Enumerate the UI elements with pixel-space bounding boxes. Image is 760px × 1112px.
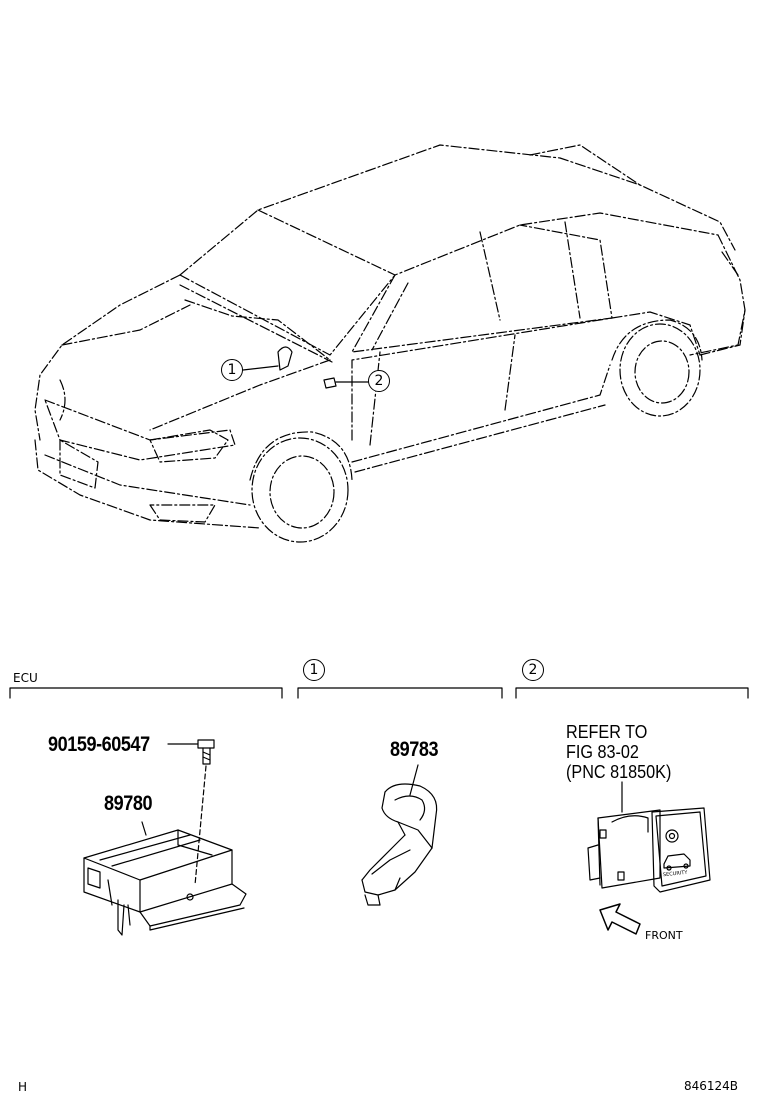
section-marker-2[interactable]: 2: [522, 659, 544, 681]
location-sensor-2: [323, 377, 337, 389]
part-number-ecu[interactable]: 89780: [104, 792, 153, 815]
section-label-ecu: ECU: [13, 671, 38, 685]
callout-2[interactable]: 2: [368, 370, 390, 392]
callout-1[interactable]: 1: [221, 359, 243, 381]
security-switch-drawing: [587, 781, 711, 935]
location-sensor-1: [277, 346, 293, 371]
reference-line-2: FIG 83-02: [566, 742, 639, 762]
section-brackets: [9, 687, 749, 699]
screw-drawing: [167, 739, 215, 886]
sensor-89783-drawing: [361, 764, 438, 906]
reference-line-3[interactable]: (PNC 81850K): [566, 762, 672, 782]
footer-left-code: H: [18, 1080, 28, 1094]
ecu-drawing: [83, 829, 247, 936]
part-number-sensor[interactable]: 89783: [390, 738, 439, 761]
illustration-number: 846124B: [684, 1079, 739, 1093]
reference-line-1: REFER TO: [566, 722, 648, 742]
front-label: FRONT: [645, 929, 683, 942]
reference-note: REFER TO FIG 83-02 (PNC 81850K): [566, 722, 671, 782]
section-marker-1[interactable]: 1: [303, 659, 325, 681]
vehicle-outline: [34, 144, 746, 543]
part-number-screw[interactable]: 90159-60547: [48, 733, 150, 756]
